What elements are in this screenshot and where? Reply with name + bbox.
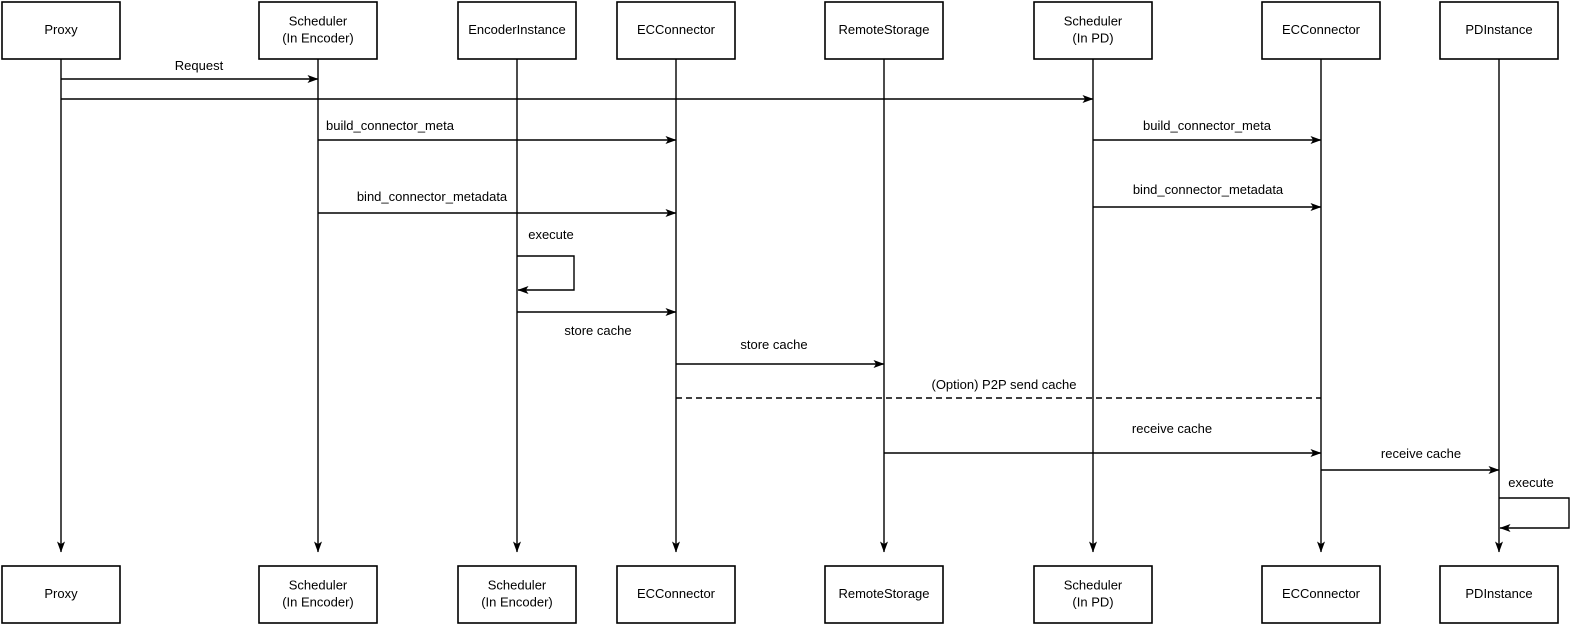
- participant-label-ec-connector-pd: ECConnector: [1282, 22, 1361, 37]
- participant-label-encoder-instance: EncoderInstance: [468, 22, 566, 37]
- message-request[interactable]: Request: [61, 58, 319, 83]
- participant-label-ec-connector-pd: ECConnector: [1282, 586, 1361, 601]
- participant-bottom-scheduler-in-encoder[interactable]: Scheduler (In Encoder): [258, 565, 378, 624]
- self-messages-group: execute execute: [517, 227, 1570, 532]
- message-label-build-connector-meta-pd: build_connector_meta: [1143, 118, 1272, 133]
- message-label-receive-cache-storage-to-connector: receive cache: [1132, 421, 1212, 436]
- participant-label-pd-instance: PDInstance: [1465, 586, 1532, 601]
- message-label-store-cache-connector-to-storage: store cache: [740, 337, 807, 352]
- self-message-execute-pd[interactable]: execute: [1499, 475, 1570, 532]
- self-message-label-execute-encoder: execute: [528, 227, 574, 242]
- participant-box-scheduler-in-pd[interactable]: [1033, 1, 1153, 60]
- participant-box-encoder-instance[interactable]: [457, 1, 577, 60]
- participant-label-remote-storage: RemoteStorage: [838, 586, 929, 601]
- participant-label-proxy: Proxy: [44, 586, 78, 601]
- participant-box-ec-connector-encoder[interactable]: [616, 565, 736, 624]
- participant-box-pd-instance[interactable]: [1439, 565, 1559, 624]
- participant-box-remote-storage[interactable]: [824, 565, 944, 624]
- participant-top-pd-instance[interactable]: PDInstance: [1439, 1, 1559, 60]
- message-p2p-send-cache[interactable]: (Option) P2P send cache: [676, 377, 1321, 399]
- participant-bottom-encoder-instance[interactable]: Scheduler (In Encoder): [457, 565, 577, 624]
- participant-bottom-ec-connector-encoder[interactable]: ECConnector: [616, 565, 736, 624]
- participant-box-scheduler-in-encoder[interactable]: [258, 1, 378, 60]
- message-build-connector-meta-encoder[interactable]: build_connector_meta: [318, 118, 677, 144]
- participant-box-proxy[interactable]: [1, 565, 121, 624]
- participant-label-ec-connector-encoder: ECConnector: [637, 22, 716, 37]
- participant-label-ec-connector-encoder: ECConnector: [637, 586, 716, 601]
- participant-box-pd-instance[interactable]: [1439, 1, 1559, 60]
- participant-label-remote-storage: RemoteStorage: [838, 22, 929, 37]
- message-receive-cache-storage-to-connector[interactable]: receive cache: [884, 421, 1322, 457]
- participant-top-scheduler-in-encoder[interactable]: Scheduler (In Encoder): [258, 1, 378, 60]
- message-build-connector-meta-pd[interactable]: build_connector_meta: [1093, 118, 1322, 144]
- participant-label-pd-instance: PDInstance: [1465, 22, 1532, 37]
- participant-box-ec-connector-pd[interactable]: [1261, 565, 1381, 624]
- participant-label-scheduler-in-pd: Scheduler: [1064, 577, 1123, 592]
- message-label-bind-connector-metadata-encoder: bind_connector_metadata: [357, 189, 508, 204]
- self-message-path-execute-pd[interactable]: [1499, 497, 1570, 532]
- participant-box-ec-connector-pd[interactable]: [1261, 1, 1381, 60]
- participant-label-scheduler-in-encoder: Scheduler: [289, 577, 348, 592]
- participant-top-proxy[interactable]: Proxy: [1, 1, 121, 60]
- message-bind-connector-metadata-pd[interactable]: bind_connector_metadata: [1093, 182, 1322, 211]
- participant-bottom-remote-storage[interactable]: RemoteStorage: [824, 565, 944, 624]
- participant-label-scheduler-in-pd: (In PD): [1072, 30, 1113, 45]
- participant-label-scheduler-in-encoder: (In Encoder): [282, 594, 354, 609]
- lifelines-group: [57, 59, 1503, 553]
- participant-label-proxy: Proxy: [44, 22, 78, 37]
- participant-box-encoder-instance[interactable]: [457, 565, 577, 624]
- participant-bottom-scheduler-in-pd[interactable]: Scheduler (In PD): [1033, 565, 1153, 624]
- participant-label-scheduler-in-encoder: (In Encoder): [282, 30, 354, 45]
- participant-box-ec-connector-encoder[interactable]: [616, 1, 736, 60]
- message-label-build-connector-meta-encoder: build_connector_meta: [326, 118, 455, 133]
- message-label-store-cache-encoder-to-connector: store cache: [564, 323, 631, 338]
- participant-label-scheduler-in-pd: (In PD): [1072, 594, 1113, 609]
- message-label-receive-cache-connector-to-pd: receive cache: [1381, 446, 1461, 461]
- messages-group: Request build_connector_meta build_connect…: [61, 58, 1500, 474]
- message-store-cache-connector-to-storage[interactable]: store cache: [676, 337, 885, 368]
- participant-top-encoder-instance[interactable]: EncoderInstance: [457, 1, 577, 60]
- participant-box-scheduler-in-encoder[interactable]: [258, 565, 378, 624]
- participant-bottom-ec-connector-pd[interactable]: ECConnector: [1261, 565, 1381, 624]
- self-message-label-execute-pd: execute: [1508, 475, 1554, 490]
- participant-bottom-pd-instance[interactable]: PDInstance: [1439, 565, 1559, 624]
- participant-bottom-proxy[interactable]: Proxy: [1, 565, 121, 624]
- participant-top-ec-connector-pd[interactable]: ECConnector: [1261, 1, 1381, 60]
- participant-top-ec-connector-encoder[interactable]: ECConnector: [616, 1, 736, 60]
- self-message-execute-encoder[interactable]: execute: [517, 227, 575, 294]
- message-receive-cache-connector-to-pd[interactable]: receive cache: [1321, 446, 1500, 474]
- participant-box-remote-storage[interactable]: [824, 1, 944, 60]
- message-label-p2p-send-cache: (Option) P2P send cache: [931, 377, 1076, 392]
- participant-top-remote-storage[interactable]: RemoteStorage: [824, 1, 944, 60]
- message-bind-connector-metadata-encoder[interactable]: bind_connector_metadata: [318, 189, 677, 217]
- participant-box-scheduler-in-pd[interactable]: [1033, 565, 1153, 624]
- participant-label-scheduler-in-pd: Scheduler: [1064, 13, 1123, 28]
- participant-label-scheduler-in-encoder: Scheduler: [289, 13, 348, 28]
- participant-label-encoder-instance: Scheduler: [488, 577, 547, 592]
- message-store-cache-encoder-to-connector[interactable]: store cache: [517, 308, 677, 338]
- message-label-request: Request: [175, 58, 224, 73]
- participant-box-proxy[interactable]: [1, 1, 121, 60]
- message-label-bind-connector-metadata-pd: bind_connector_metadata: [1133, 182, 1284, 197]
- participant-label-encoder-instance: (In Encoder): [481, 594, 553, 609]
- participant-top-scheduler-in-pd[interactable]: Scheduler (In PD): [1033, 1, 1153, 60]
- self-message-path-execute-encoder[interactable]: [517, 255, 575, 294]
